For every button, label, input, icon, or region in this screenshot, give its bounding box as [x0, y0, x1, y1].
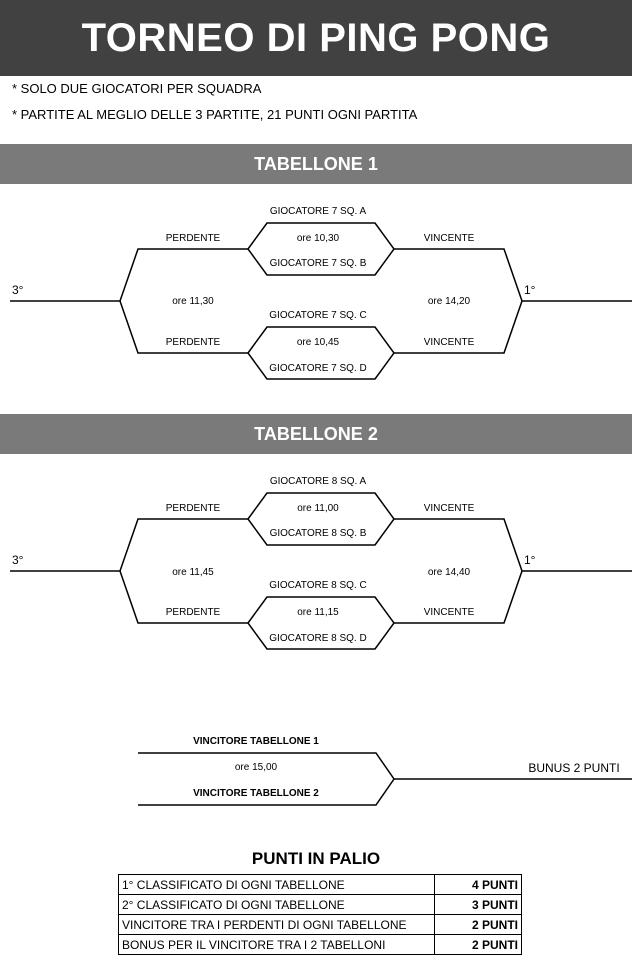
points-label: BONUS PER IL VINCITORE TRA I 2 TABELLONI: [118, 934, 435, 955]
bracket-1-player-c: GIOCATORE 7 SQ. C: [269, 310, 366, 321]
points-title: PUNTI IN PALIO: [251, 849, 381, 868]
bracket-1-loser-label-top: PERDENTE: [166, 233, 221, 244]
final-lines: [138, 752, 632, 806]
bracket-2-player-d: GIOCATORE 8 SQ. D: [269, 633, 366, 644]
bracket-2-loser-label-top: PERDENTE: [166, 503, 221, 514]
points-value: 3 PUNTI: [434, 894, 522, 915]
bracket-1-first-place: 1°: [524, 283, 536, 297]
bracket-2-loser-label-bottom: PERDENTE: [166, 607, 221, 618]
bracket-2-player-b: GIOCATORE 8 SQ. B: [270, 528, 367, 539]
bracket-1-loser-label-bottom: PERDENTE: [166, 337, 221, 348]
bracket-2-winner-label-top: VINCENTE: [424, 503, 475, 514]
bracket-1-winner-label-top: VINCENTE: [424, 233, 475, 244]
table-row: 2° CLASSIFICATO DI OGNI TABELLONE 3 PUNT…: [118, 894, 522, 915]
bracket-1-third-place: 3°: [12, 283, 24, 297]
table-row: BONUS PER IL VINCITORE TRA I 2 TABELLONI…: [118, 934, 522, 955]
table-row: VINCITORE TRA I PERDENTI DI OGNI TABELLO…: [118, 914, 522, 935]
bracket-1-match-2-time: ore 10,45: [297, 337, 340, 348]
final-result: BUNUS 2 PUNTI: [528, 761, 619, 775]
bracket-2-player-a: GIOCATORE 8 SQ. A: [270, 476, 367, 487]
page-title: TORNEO DI PING PONG: [0, 0, 632, 76]
bracket-2-player-c: GIOCATORE 8 SQ. C: [269, 580, 366, 591]
bracket-1-match-1-time: ore 10,30: [297, 233, 340, 244]
points-table: 1° CLASSIFICATO DI OGNI TABELLONE 4 PUNT…: [118, 874, 522, 955]
rule-note-matches: * PARTITE AL MEGLIO DELLE 3 PARTITE, 21 …: [12, 107, 418, 122]
bracket-2-match-1-time: ore 11,00: [297, 503, 339, 514]
bracket-1-player-b: GIOCATORE 7 SQ. B: [270, 258, 367, 269]
final-bottom-label: VINCITORE TABELLONE 2: [193, 788, 319, 799]
bracket-1-player-a: GIOCATORE 7 SQ. A: [270, 206, 367, 217]
bracket-2-third-place: 3°: [12, 553, 24, 567]
points-value: 2 PUNTI: [434, 934, 522, 955]
bracket-1-winner-final-time: ore 14,20: [428, 296, 471, 307]
bracket-2-loser-final-time: ore 11,45: [172, 567, 214, 578]
bracket-2-title: TABELLONE 2: [0, 414, 632, 454]
bracket-2-lines: [10, 492, 632, 650]
table-row: 1° CLASSIFICATO DI OGNI TABELLONE 4 PUNT…: [118, 874, 522, 895]
rule-note-players: * SOLO DUE GIOCATORI PER SQUADRA: [12, 81, 262, 96]
bracket-2-first-place: 1°: [524, 553, 536, 567]
bracket-2-winner-label-bottom: VINCENTE: [424, 607, 475, 618]
points-value: 2 PUNTI: [434, 914, 522, 935]
bracket-1-title: TABELLONE 1: [0, 144, 632, 184]
bracket-2-match-2-time: ore 11,15: [297, 607, 339, 618]
bracket-1-player-d: GIOCATORE 7 SQ. D: [269, 363, 366, 374]
final-time: ore 15,00: [235, 762, 278, 773]
final-top-label: VINCITORE TABELLONE 1: [193, 736, 319, 747]
bracket-1-winner-label-bottom: VINCENTE: [424, 337, 475, 348]
points-value: 4 PUNTI: [434, 874, 522, 895]
bracket-1-loser-final-time: ore 11,30: [172, 296, 214, 307]
bracket-2-winner-final-time: ore 14,40: [428, 567, 471, 578]
points-label: 1° CLASSIFICATO DI OGNI TABELLONE: [118, 874, 435, 895]
points-label: VINCITORE TRA I PERDENTI DI OGNI TABELLO…: [118, 914, 435, 935]
bracket-1-lines: [10, 222, 632, 380]
points-label: 2° CLASSIFICATO DI OGNI TABELLONE: [118, 894, 435, 915]
